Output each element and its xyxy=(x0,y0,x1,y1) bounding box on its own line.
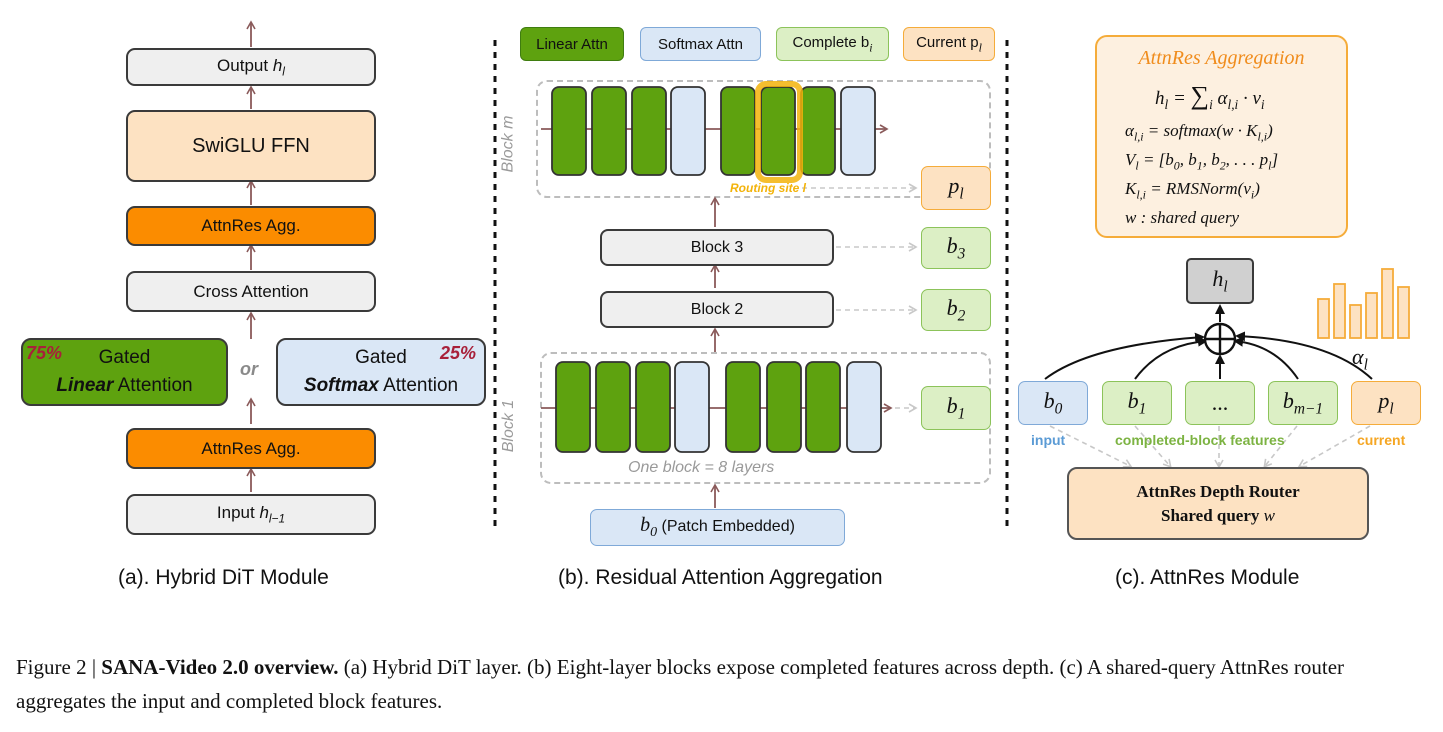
linear-attn-layer xyxy=(555,361,591,453)
swiglu-ffn-label: SwiGLU FFN xyxy=(192,134,310,157)
panel-c-caption: (c). AttnRes Module xyxy=(1115,566,1300,589)
gated-linear-attention-box: Gated Linear Attention xyxy=(21,338,228,406)
cross-attention-label: Cross Attention xyxy=(193,281,309,301)
panel-a-caption: (a). Hybrid DiT Module xyxy=(118,566,329,589)
linear-attn-layer xyxy=(805,361,841,453)
current-tag: current xyxy=(1357,432,1406,448)
attnres-agg-top-label: AttnRes Agg. xyxy=(201,216,301,235)
block-m-label: Block m xyxy=(499,115,517,173)
patch-embedded-box: b0 (Patch Embedded) xyxy=(590,509,845,546)
softmax-percentage: 25% xyxy=(440,343,477,363)
legend-softmax-attn: Softmax Attn xyxy=(640,27,761,61)
swiglu-ffn-box: SwiGLU FFN xyxy=(126,110,376,182)
attnres-agg-bottom-box: AttnRes Agg. xyxy=(126,428,376,469)
equation-w: w : shared query xyxy=(1125,208,1240,227)
feature-b2: b2 xyxy=(921,289,991,331)
linear-attn-layer xyxy=(591,86,627,176)
output-hl-box: hl xyxy=(1186,258,1254,304)
linear-attn-layer xyxy=(631,86,667,176)
equation-h: hl = ∑i αl,i · vi xyxy=(1155,81,1265,112)
patch-embedded-label: b0 (Patch Embedded) xyxy=(640,514,795,540)
linear-attn-layer xyxy=(720,86,756,176)
figure-caption: Figure 2 | SANA-Video 2.0 overview. (a) … xyxy=(16,655,1345,713)
linear-attn-layer xyxy=(725,361,761,453)
linear-attn-layer xyxy=(760,86,796,176)
router-line2: Shared query w xyxy=(1161,505,1275,525)
routing-site-label: Routing site l xyxy=(730,181,806,195)
linear-attn-layer xyxy=(800,86,836,176)
legend-linear-label: Linear Attn xyxy=(536,35,608,53)
equation-k: Kl,i = RMSNorm(vi) xyxy=(1125,179,1260,202)
router-input-pl: pl xyxy=(1351,381,1421,425)
routing-highlight xyxy=(755,81,803,183)
attnres-agg-top-box: AttnRes Agg. xyxy=(126,206,376,246)
caption-rest: (a) Hybrid DiT layer. (b) Eight-layer bl… xyxy=(16,655,1345,713)
panel-b-caption: (b). Residual Attention Aggregation xyxy=(558,566,883,589)
softmax-attn-layer xyxy=(674,361,710,453)
block-1-label: Block 1 xyxy=(500,399,518,453)
gated-linear-attention-label: Gated Linear Attention xyxy=(56,347,193,396)
input-label: Input hl−1 xyxy=(216,503,286,526)
alpha-bar xyxy=(1365,292,1378,339)
equation-v: Vl = [b0, b1, b2, . . . pl] xyxy=(1125,150,1279,173)
block-1-frame xyxy=(540,352,991,484)
alpha-weight-bars xyxy=(1317,268,1410,339)
cross-attention-box: Cross Attention xyxy=(126,271,376,312)
alpha-label: αl xyxy=(1352,344,1368,374)
input-box: Input hl−1 xyxy=(126,494,376,535)
router-line1: AttnRes Depth Router xyxy=(1136,481,1300,501)
legend-current: Current pl xyxy=(903,27,995,61)
block-2-label: Block 2 xyxy=(690,300,744,318)
feature-arrows xyxy=(802,183,918,413)
legend-linear-attn: Linear Attn xyxy=(520,27,624,61)
input-tag: input xyxy=(1031,432,1066,448)
feature-b1: b1 xyxy=(921,386,991,430)
softmax-attn-layer xyxy=(840,86,876,176)
output-label: Output hl xyxy=(217,55,285,79)
output-box: Output hl xyxy=(126,48,376,86)
block-3-box: Block 3 xyxy=(600,229,834,266)
linear-percentage: 75% xyxy=(26,343,63,363)
panel-c-curves xyxy=(1044,304,1373,380)
or-label: or xyxy=(240,359,258,379)
attnres-aggregation-box: AttnRes Aggregation hl = ∑i αl,i · vi αl… xyxy=(1095,35,1348,238)
block-2-box: Block 2 xyxy=(600,291,834,328)
alpha-bar xyxy=(1397,286,1410,339)
alpha-bar xyxy=(1349,304,1362,339)
linear-attn-layer xyxy=(551,86,587,176)
router-input-b0: b0 xyxy=(1018,381,1088,425)
block-m-layers xyxy=(551,86,876,176)
legend-current-label: Current pl xyxy=(916,34,982,55)
linear-attn-layer xyxy=(595,361,631,453)
attnres-depth-router-box: AttnRes Depth Router Shared query w xyxy=(1067,467,1369,540)
softmax-attn-layer xyxy=(670,86,706,176)
caption-bold: SANA-Video 2.0 overview. xyxy=(101,655,339,679)
feature-b3: b3 xyxy=(921,227,991,269)
softmax-attn-layer xyxy=(846,361,882,453)
legend-complete-label: Complete bi xyxy=(792,34,873,55)
aggregation-title: AttnRes Aggregation xyxy=(1138,47,1305,69)
equation-alpha: αl,i = softmax(w · Kl,i) xyxy=(1125,121,1273,144)
feature-p-l: pl xyxy=(921,166,991,210)
router-input-bm1: bm−1 xyxy=(1268,381,1338,425)
linear-attn-layer xyxy=(766,361,802,453)
router-input-ellipsis: ... xyxy=(1185,381,1255,425)
gated-softmax-attention-label: Gated Softmax Attention xyxy=(303,347,459,396)
alpha-bar xyxy=(1333,283,1346,339)
router-arrows xyxy=(1049,425,1371,469)
legend-complete: Complete bi xyxy=(776,27,889,61)
block-1-layers xyxy=(555,361,882,453)
router-input-b1: b1 xyxy=(1102,381,1172,425)
gated-softmax-attention-box: Gated Softmax Attention xyxy=(276,338,486,406)
attnres-agg-bottom-label: AttnRes Agg. xyxy=(201,438,301,458)
one-block-label: One block = 8 layers xyxy=(628,459,775,476)
legend-softmax-label: Softmax Attn xyxy=(657,35,744,53)
alpha-bar xyxy=(1381,268,1394,339)
alpha-bar xyxy=(1317,298,1330,339)
block-3-label: Block 3 xyxy=(690,238,744,256)
completed-block-tag: completed-block features xyxy=(1115,432,1285,448)
linear-attn-layer xyxy=(635,361,671,453)
